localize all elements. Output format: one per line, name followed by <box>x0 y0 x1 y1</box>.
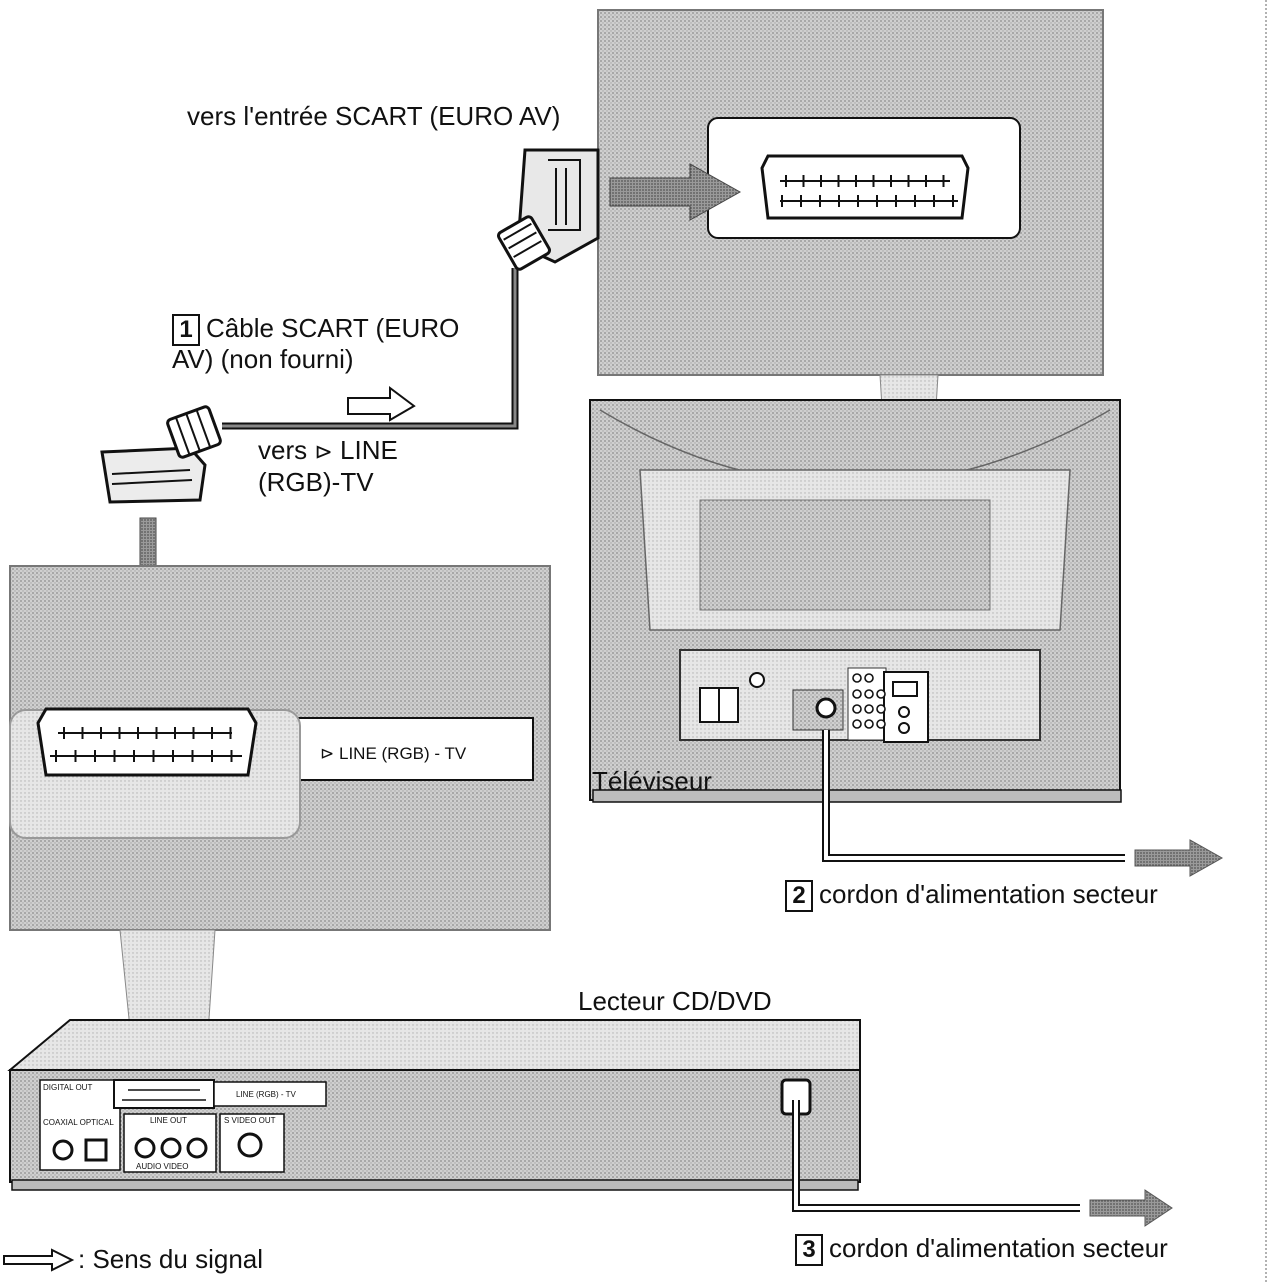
coaxial-optical-label: COAXIAL OPTICAL <box>43 1118 114 1127</box>
player-label: Lecteur CD/DVD <box>578 986 772 1016</box>
audio-video-label: AUDIO VIDEO <box>136 1162 189 1171</box>
cable-label-2: AV) (non fourni) <box>172 344 354 374</box>
s-video-label: S VIDEO OUT <box>224 1116 276 1125</box>
line-output-icon: ⊳ <box>314 439 333 464</box>
to-line-suffix: LINE <box>340 435 398 465</box>
legend-label: : Sens du signal <box>78 1244 264 1274</box>
digital-out-label: DIGITAL OUT <box>43 1083 93 1092</box>
legend-arrow <box>3 1248 75 1272</box>
cable-number-box: 1 <box>172 314 200 347</box>
to-line-label: vers ⊳ LINE <box>258 434 398 468</box>
player-zoom-panel <box>9 565 551 931</box>
scart-plug-tv <box>497 148 600 271</box>
scart-pins-tv <box>780 175 958 207</box>
scart-cable <box>222 268 519 430</box>
player-line-rgb-label: LINE (RGB) - TV <box>236 1090 296 1099</box>
tv-power-number-box: 2 <box>785 880 813 913</box>
cable-label-line1: Câble SCART (EURO <box>206 313 460 343</box>
player-power-number-box: 3 <box>795 1234 823 1267</box>
panel-line-rgb-label: ⊳ LINE (RGB) - TV <box>320 744 467 763</box>
dvd-player <box>7 1019 861 1191</box>
player-cord-arrow <box>1089 1189 1173 1227</box>
to-line-prefix: vers <box>258 435 308 465</box>
tv-cord-arrow <box>1134 839 1224 877</box>
tv-label: Téléviseur <box>592 766 712 796</box>
tv-power-cord <box>822 730 1224 877</box>
scart-input-label: vers l'entrée SCART (EURO AV) <box>187 101 561 131</box>
signal-arrow-cable <box>347 386 416 422</box>
line-output-icon-panel: ⊳ <box>320 744 335 763</box>
tv-rear <box>589 399 1122 803</box>
to-line-label-2: (RGB)-TV <box>258 467 374 497</box>
tv-input-arrow <box>609 163 742 221</box>
player-power-cord <box>792 1100 1173 1227</box>
line-out-label: LINE OUT <box>150 1116 187 1125</box>
scart-plug-player <box>100 405 222 504</box>
